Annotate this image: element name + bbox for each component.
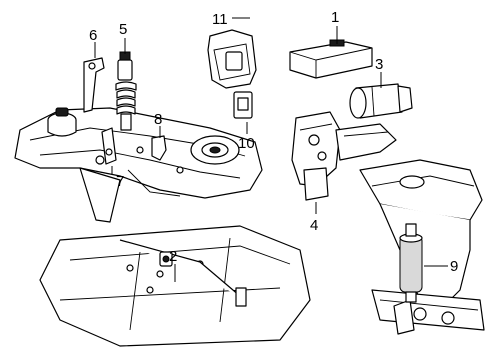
callout-7: 7 <box>116 173 124 190</box>
callout-8: 8 <box>154 111 162 128</box>
leader-lines <box>94 17 448 282</box>
part-4-valve-assembly <box>291 111 397 201</box>
part-8-clip <box>151 135 167 161</box>
part-3-compressor <box>349 83 413 119</box>
rear-frame-assembly <box>359 159 485 335</box>
part-2-height-sensor <box>119 239 247 307</box>
part-1-control-module <box>289 39 373 79</box>
callout-5: 5 <box>119 21 127 38</box>
part-5-air-shock <box>115 51 137 131</box>
callout-6: 6 <box>89 27 97 44</box>
callout-4: 4 <box>310 217 318 234</box>
underbody-frame <box>39 225 311 347</box>
callout-9: 9 <box>450 258 458 275</box>
part-6-bracket <box>83 57 105 113</box>
callout-numbers: 1 2 3 4 5 6 7 8 9 10 11 <box>89 9 458 275</box>
callout-11: 11 <box>212 11 228 28</box>
part-10-connector <box>233 91 253 119</box>
callout-3: 3 <box>375 56 383 73</box>
callout-1: 1 <box>331 9 339 26</box>
front-frame-assembly <box>14 107 263 223</box>
part-11-cover <box>207 29 257 89</box>
part-7-link <box>101 127 117 165</box>
callout-2: 2 <box>169 248 177 265</box>
part-9-rear-shock <box>399 223 423 303</box>
callout-10: 10 <box>238 135 255 152</box>
